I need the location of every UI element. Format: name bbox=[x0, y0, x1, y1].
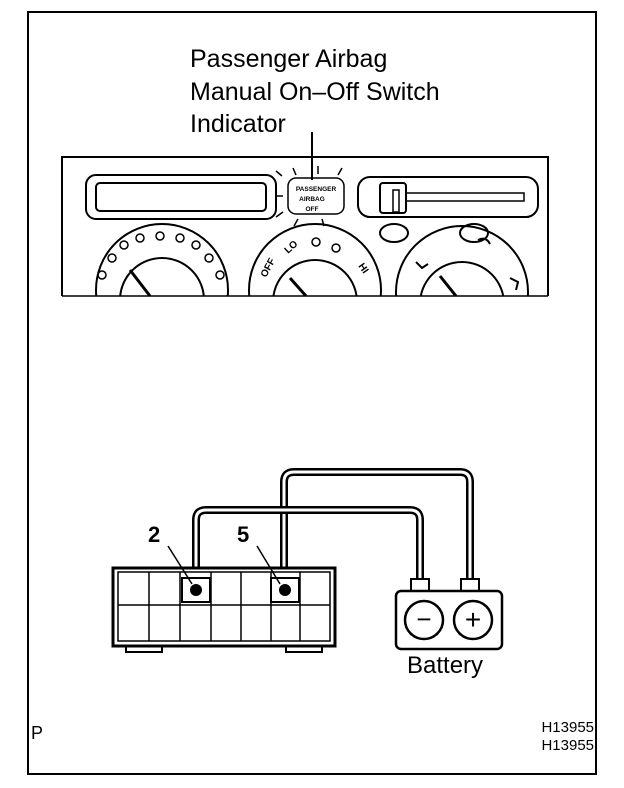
connector-foot-right bbox=[285, 645, 323, 653]
left-knob-inner bbox=[119, 257, 205, 296]
panel-button-left bbox=[379, 223, 409, 243]
center-knob-pointer bbox=[288, 277, 308, 296]
pin-5-label: 5 bbox=[237, 522, 250, 547]
control-panel: PASSENGER AIRBAG OFF bbox=[61, 132, 549, 297]
outer-border bbox=[27, 11, 597, 775]
center-knob-outer bbox=[248, 223, 382, 296]
connector-body bbox=[111, 566, 337, 648]
connector bbox=[111, 545, 337, 653]
lever-track bbox=[405, 192, 525, 202]
wire-pin2-core bbox=[194, 508, 422, 590]
indicator-text-3: OFF bbox=[306, 206, 319, 213]
figure-code-2: H13955 bbox=[541, 737, 594, 754]
connector-foot-left bbox=[125, 645, 163, 653]
knob-label-off: OFF bbox=[259, 257, 278, 280]
pin-2-probe bbox=[190, 584, 202, 596]
indicator-text-2: AIRBAG bbox=[299, 196, 325, 203]
display-window bbox=[85, 174, 277, 220]
display-window-inner bbox=[95, 182, 267, 212]
title-line-2: Manual On–Off Switch bbox=[190, 78, 440, 106]
battery-terminal-negative bbox=[410, 578, 430, 592]
lever-housing bbox=[357, 176, 539, 218]
connector-grid bbox=[117, 571, 331, 642]
battery-negative-circle bbox=[403, 599, 445, 641]
title-line-3: Indicator bbox=[190, 110, 286, 138]
right-knob-inner bbox=[419, 261, 505, 296]
indicator-text-1: PASSENGER bbox=[296, 186, 337, 193]
panel-button-right bbox=[459, 223, 489, 243]
battery-terminal-positive bbox=[460, 578, 480, 592]
left-knob-outer bbox=[95, 223, 229, 296]
pin-2-leader bbox=[167, 545, 193, 585]
pin-5-probe bbox=[279, 584, 291, 596]
figure-code-1: H13955 bbox=[541, 719, 594, 736]
battery-positive-circle bbox=[452, 599, 494, 641]
battery-label: Battery bbox=[407, 652, 484, 679]
airbag-indicator-frame bbox=[287, 177, 345, 215]
right-knob-pointer bbox=[438, 275, 458, 296]
knob-label-lo: LO bbox=[283, 239, 301, 257]
right-knob-outer bbox=[395, 225, 529, 296]
panel-outline bbox=[61, 156, 549, 296]
title-line-1: Passenger Airbag bbox=[190, 45, 388, 73]
left-knob-pointer bbox=[128, 269, 152, 296]
knob-label-hi: HI bbox=[356, 261, 371, 276]
corner-letter: P bbox=[31, 723, 44, 743]
pin-2-label: 2 bbox=[148, 522, 161, 547]
wire-pin5-core bbox=[282, 470, 472, 590]
airflow-icons bbox=[415, 237, 520, 291]
jumper-wires bbox=[192, 468, 474, 590]
center-knob-dots bbox=[311, 237, 341, 253]
left-knob-dots bbox=[97, 231, 225, 280]
center-knob-inner bbox=[272, 259, 358, 296]
lever-grip bbox=[392, 189, 400, 213]
battery: − + bbox=[394, 578, 504, 651]
battery-positive-sign: + bbox=[465, 604, 481, 635]
battery-case bbox=[394, 589, 504, 651]
pin-5-leader bbox=[256, 545, 281, 585]
battery-negative-sign: − bbox=[416, 604, 431, 634]
